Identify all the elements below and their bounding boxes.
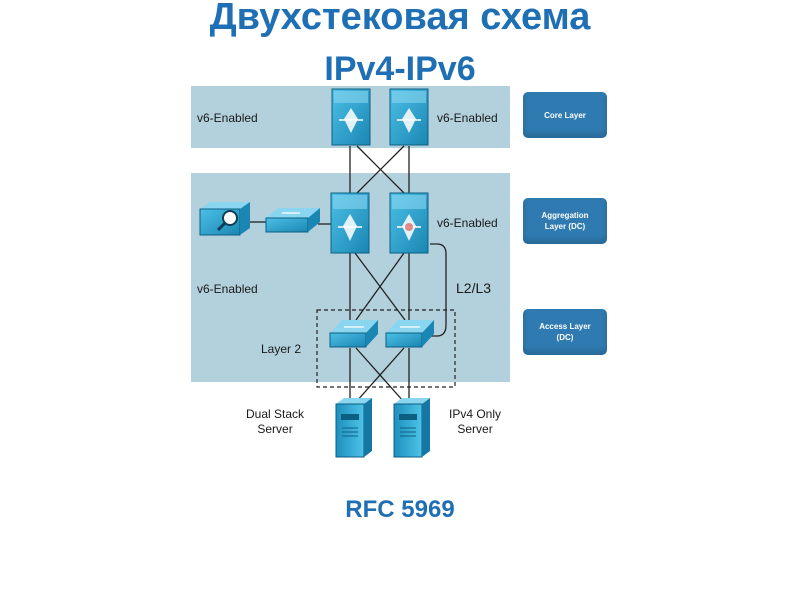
agg-switch-right-icon (389, 192, 429, 254)
title-line-1: Двухстековая схема (209, 0, 591, 38)
link-cross-4 (355, 252, 405, 321)
access-switch-right-icon (385, 320, 434, 348)
access-switch-left-icon (329, 320, 378, 348)
aggregation-layer-label: Aggregation Layer (DC) (541, 211, 589, 231)
core-router-right-icon (389, 88, 429, 146)
links (250, 145, 447, 403)
agg-switch-left-icon (330, 192, 370, 254)
label-dual-stack-server: Dual Stack Server (246, 407, 305, 436)
label-agg-v6-right: v6-Enabled (437, 216, 498, 230)
core-layer-badge: Core Layer (523, 92, 607, 138)
core-router-left-icon (331, 88, 371, 146)
label-layer2: Layer 2 (261, 342, 302, 356)
label-ipv4-only-server: IPv4 Only Server (449, 407, 502, 436)
core-layer-label: Core Layer (544, 110, 586, 120)
aggregation-layer-badge: Aggregation Layer (DC) (523, 198, 607, 244)
firewall-appliance-icon (199, 202, 250, 236)
title-line-2: IPv4-IPv6 (324, 50, 476, 86)
link-cross-6 (355, 347, 405, 403)
label-core-v6-left: v6-Enabled (197, 111, 258, 125)
link-l2l3-loop (430, 243, 447, 337)
access-layer-label: Access Layer (DC) (539, 322, 591, 342)
rfc-reference: RFC 5969 (345, 496, 455, 523)
layer2-dashed-box (316, 309, 456, 388)
label-core-v6-right: v6-Enabled (437, 111, 498, 125)
link-cross-2 (356, 145, 405, 194)
access-layer-badge: Access Layer (DC) (523, 309, 607, 355)
ipv4-only-server-icon (393, 398, 430, 458)
label-agg-v6-left: v6-Enabled (197, 282, 258, 296)
edge-switch-icon (265, 208, 320, 233)
label-l2l3: L2/L3 (456, 280, 492, 296)
dual-stack-server-icon (335, 398, 372, 458)
